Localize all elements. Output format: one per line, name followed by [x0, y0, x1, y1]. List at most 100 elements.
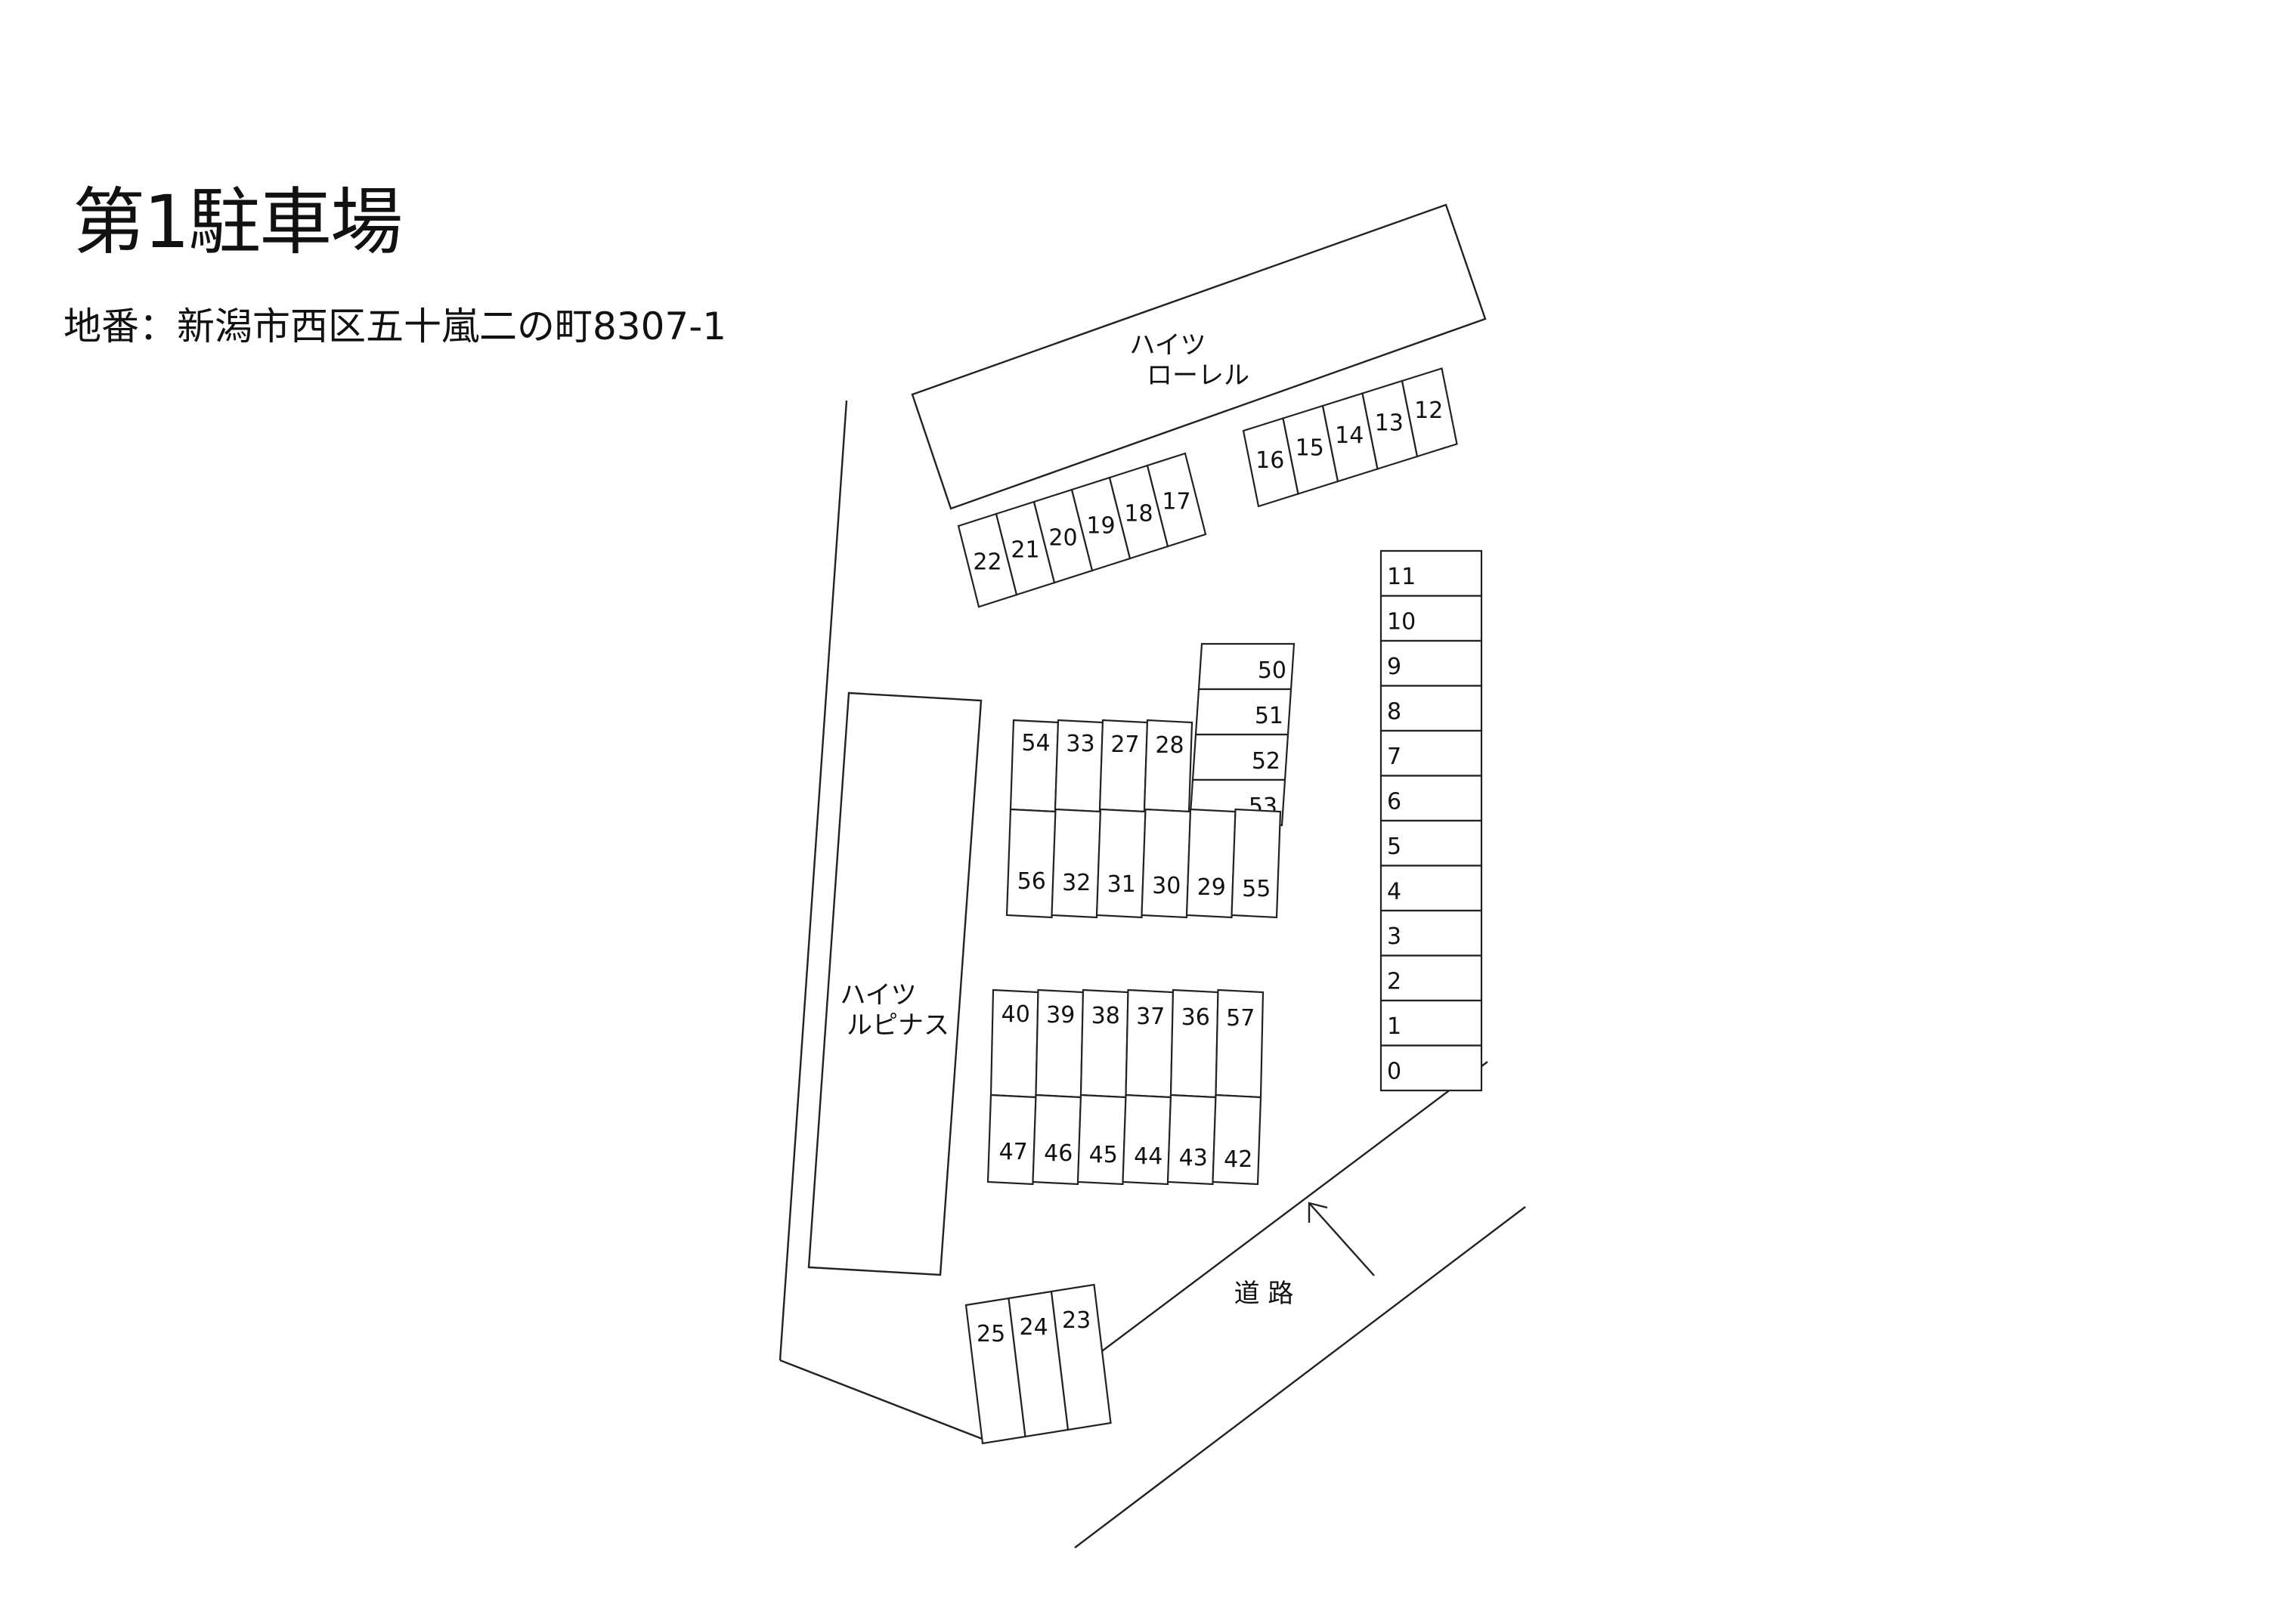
parking-space: 56: [1005, 808, 1057, 919]
parking-space-number: 56: [1017, 868, 1046, 895]
parking-space: 12: [1401, 367, 1458, 458]
parking-space: 6: [1379, 775, 1483, 822]
parking-space: 45: [1076, 1093, 1127, 1186]
parking-space: 37: [1125, 988, 1175, 1099]
parking-space: 30: [1141, 808, 1192, 919]
parking-space-number: 45: [1089, 1142, 1118, 1168]
parking-space: 51: [1194, 688, 1293, 736]
parking-space-number: 38: [1091, 1003, 1120, 1029]
parking-space-outline: [1185, 808, 1237, 919]
parking-space: 33: [1054, 719, 1104, 813]
parking-space-number: 18: [1124, 501, 1153, 527]
parking-space: 47: [986, 1093, 1037, 1186]
parking-space-number: 1: [1387, 1013, 1401, 1040]
parking-space: 39: [1035, 988, 1085, 1099]
parking-space-number: 5: [1387, 834, 1401, 860]
parking-space-outline: [1401, 367, 1458, 458]
parking-space-number: 23: [1062, 1307, 1091, 1334]
parking-space: 44: [1122, 1093, 1172, 1186]
parking-space-number: 30: [1152, 873, 1181, 899]
parking-space-number: 8: [1387, 699, 1401, 725]
parking-space-number: 3: [1387, 923, 1401, 950]
parking-space: 15: [1282, 404, 1339, 495]
west-boundary-line: [779, 400, 848, 1361]
parking-space-number: 2: [1387, 969, 1401, 995]
parking-space: 10: [1379, 595, 1483, 642]
parking-space-number: 47: [999, 1139, 1028, 1165]
parking-space-number: 44: [1134, 1143, 1162, 1170]
entrance-arrow-icon: [1308, 1202, 1375, 1276]
parking-space-number: 16: [1255, 447, 1284, 474]
parking-space: 3: [1379, 909, 1483, 957]
parking-space-number: 13: [1375, 410, 1404, 436]
parking-space-number: 7: [1387, 744, 1401, 770]
parking-space-number: 19: [1086, 513, 1115, 540]
parking-space-number: 40: [1001, 1001, 1030, 1028]
parking-space-number: 11: [1387, 564, 1416, 590]
parking-space: 4: [1379, 865, 1483, 912]
parking-space: 31: [1095, 808, 1147, 919]
parking-space: 52: [1191, 733, 1289, 781]
parking-space-number: 10: [1387, 609, 1416, 636]
parking-space-outline: [986, 1093, 1037, 1186]
parking-space: 43: [1166, 1093, 1217, 1186]
parking-space: 42: [1212, 1093, 1262, 1186]
parking-space-outline: [1146, 452, 1207, 548]
parking-space-number: 21: [1011, 537, 1039, 564]
parking-space: 1: [1379, 999, 1483, 1047]
parking-space-number: 50: [1258, 657, 1286, 684]
parking-space: 14: [1321, 392, 1379, 483]
southwest-boundary-line: [779, 1359, 985, 1441]
parking-space-number: 27: [1110, 732, 1139, 758]
parking-space-number: 33: [1066, 731, 1094, 757]
parking-space-number: 0: [1387, 1059, 1401, 1085]
building-label-laurel-line1: ハイツ: [1129, 330, 1206, 360]
parking-space-number: 42: [1224, 1146, 1252, 1173]
parking-space: 24: [1008, 1290, 1070, 1438]
parking-space-number: 32: [1062, 870, 1091, 896]
parking-space-number: 39: [1046, 1002, 1075, 1029]
lot-address: 地番：新潟市西区五十嵐二の町8307-1: [63, 305, 727, 348]
parking-space-number: 4: [1387, 879, 1401, 905]
parking-space-number: 24: [1019, 1314, 1048, 1341]
parking-space-outline: [1076, 1093, 1127, 1186]
parking-space-number: 12: [1414, 397, 1443, 424]
building-label-laurel-line2: ローレル: [1147, 360, 1249, 391]
parking-space: 28: [1143, 719, 1193, 813]
parking-space-number: 43: [1179, 1145, 1208, 1171]
parking-space: 11: [1379, 549, 1483, 597]
parking-space: 50: [1197, 642, 1296, 691]
parking-space: 36: [1169, 988, 1219, 1099]
parking-space-outline: [1051, 808, 1102, 919]
parking-space: 38: [1079, 988, 1129, 1099]
parking-space-outline: [1141, 808, 1192, 919]
parking-space-number: 57: [1226, 1005, 1255, 1032]
parking-space: 29: [1185, 808, 1237, 919]
parking-space-outline: [1050, 1283, 1112, 1431]
parking-space: 55: [1231, 808, 1282, 919]
page-title: 第1駐車場: [73, 180, 403, 264]
parking-space-number: 14: [1335, 422, 1364, 449]
parking-space: 32: [1051, 808, 1102, 919]
road-far-edge-line: [1074, 1206, 1526, 1548]
parking-space-number: 46: [1044, 1140, 1073, 1167]
parking-space-outline: [1379, 1044, 1483, 1092]
parking-space: 46: [1032, 1093, 1082, 1186]
parking-space-number: 52: [1252, 748, 1280, 775]
parking-space-number: 54: [1021, 730, 1050, 756]
parking-space-number: 29: [1197, 874, 1226, 901]
parking-space-number: 25: [977, 1321, 1005, 1347]
building-heights-laurel: [911, 203, 1487, 510]
parking-space-outline: [1166, 1093, 1217, 1186]
parking-space: 8: [1379, 685, 1483, 732]
parking-space-number: 17: [1162, 489, 1190, 515]
parking-space: 7: [1379, 729, 1483, 777]
parking-space: 17: [1146, 452, 1207, 548]
parking-space-outline: [1005, 808, 1057, 919]
parking-space: 23: [1050, 1283, 1112, 1431]
parking-space-number: 51: [1255, 703, 1283, 729]
parking-space-number: 55: [1242, 876, 1271, 902]
